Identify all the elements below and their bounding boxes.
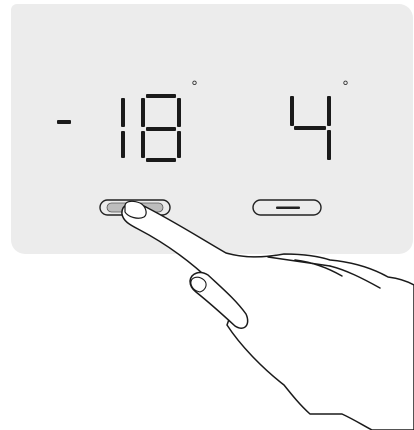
freezer-temperature-display: °: [57, 79, 198, 162]
fridge-temperature-display: °: [290, 79, 349, 160]
fridge-degree-symbol: °: [342, 79, 349, 95]
fridge-adjust-button[interactable]: [253, 200, 321, 215]
freezer-degree-symbol: °: [191, 79, 198, 95]
fridge-digit-4: [290, 96, 331, 160]
freezer-minus-sign: [57, 120, 71, 124]
freezer-digit-1: [121, 98, 125, 158]
minus-icon: [276, 207, 300, 210]
pointing-hand-icon: [122, 201, 414, 430]
freezer-digit-8: [141, 94, 181, 162]
